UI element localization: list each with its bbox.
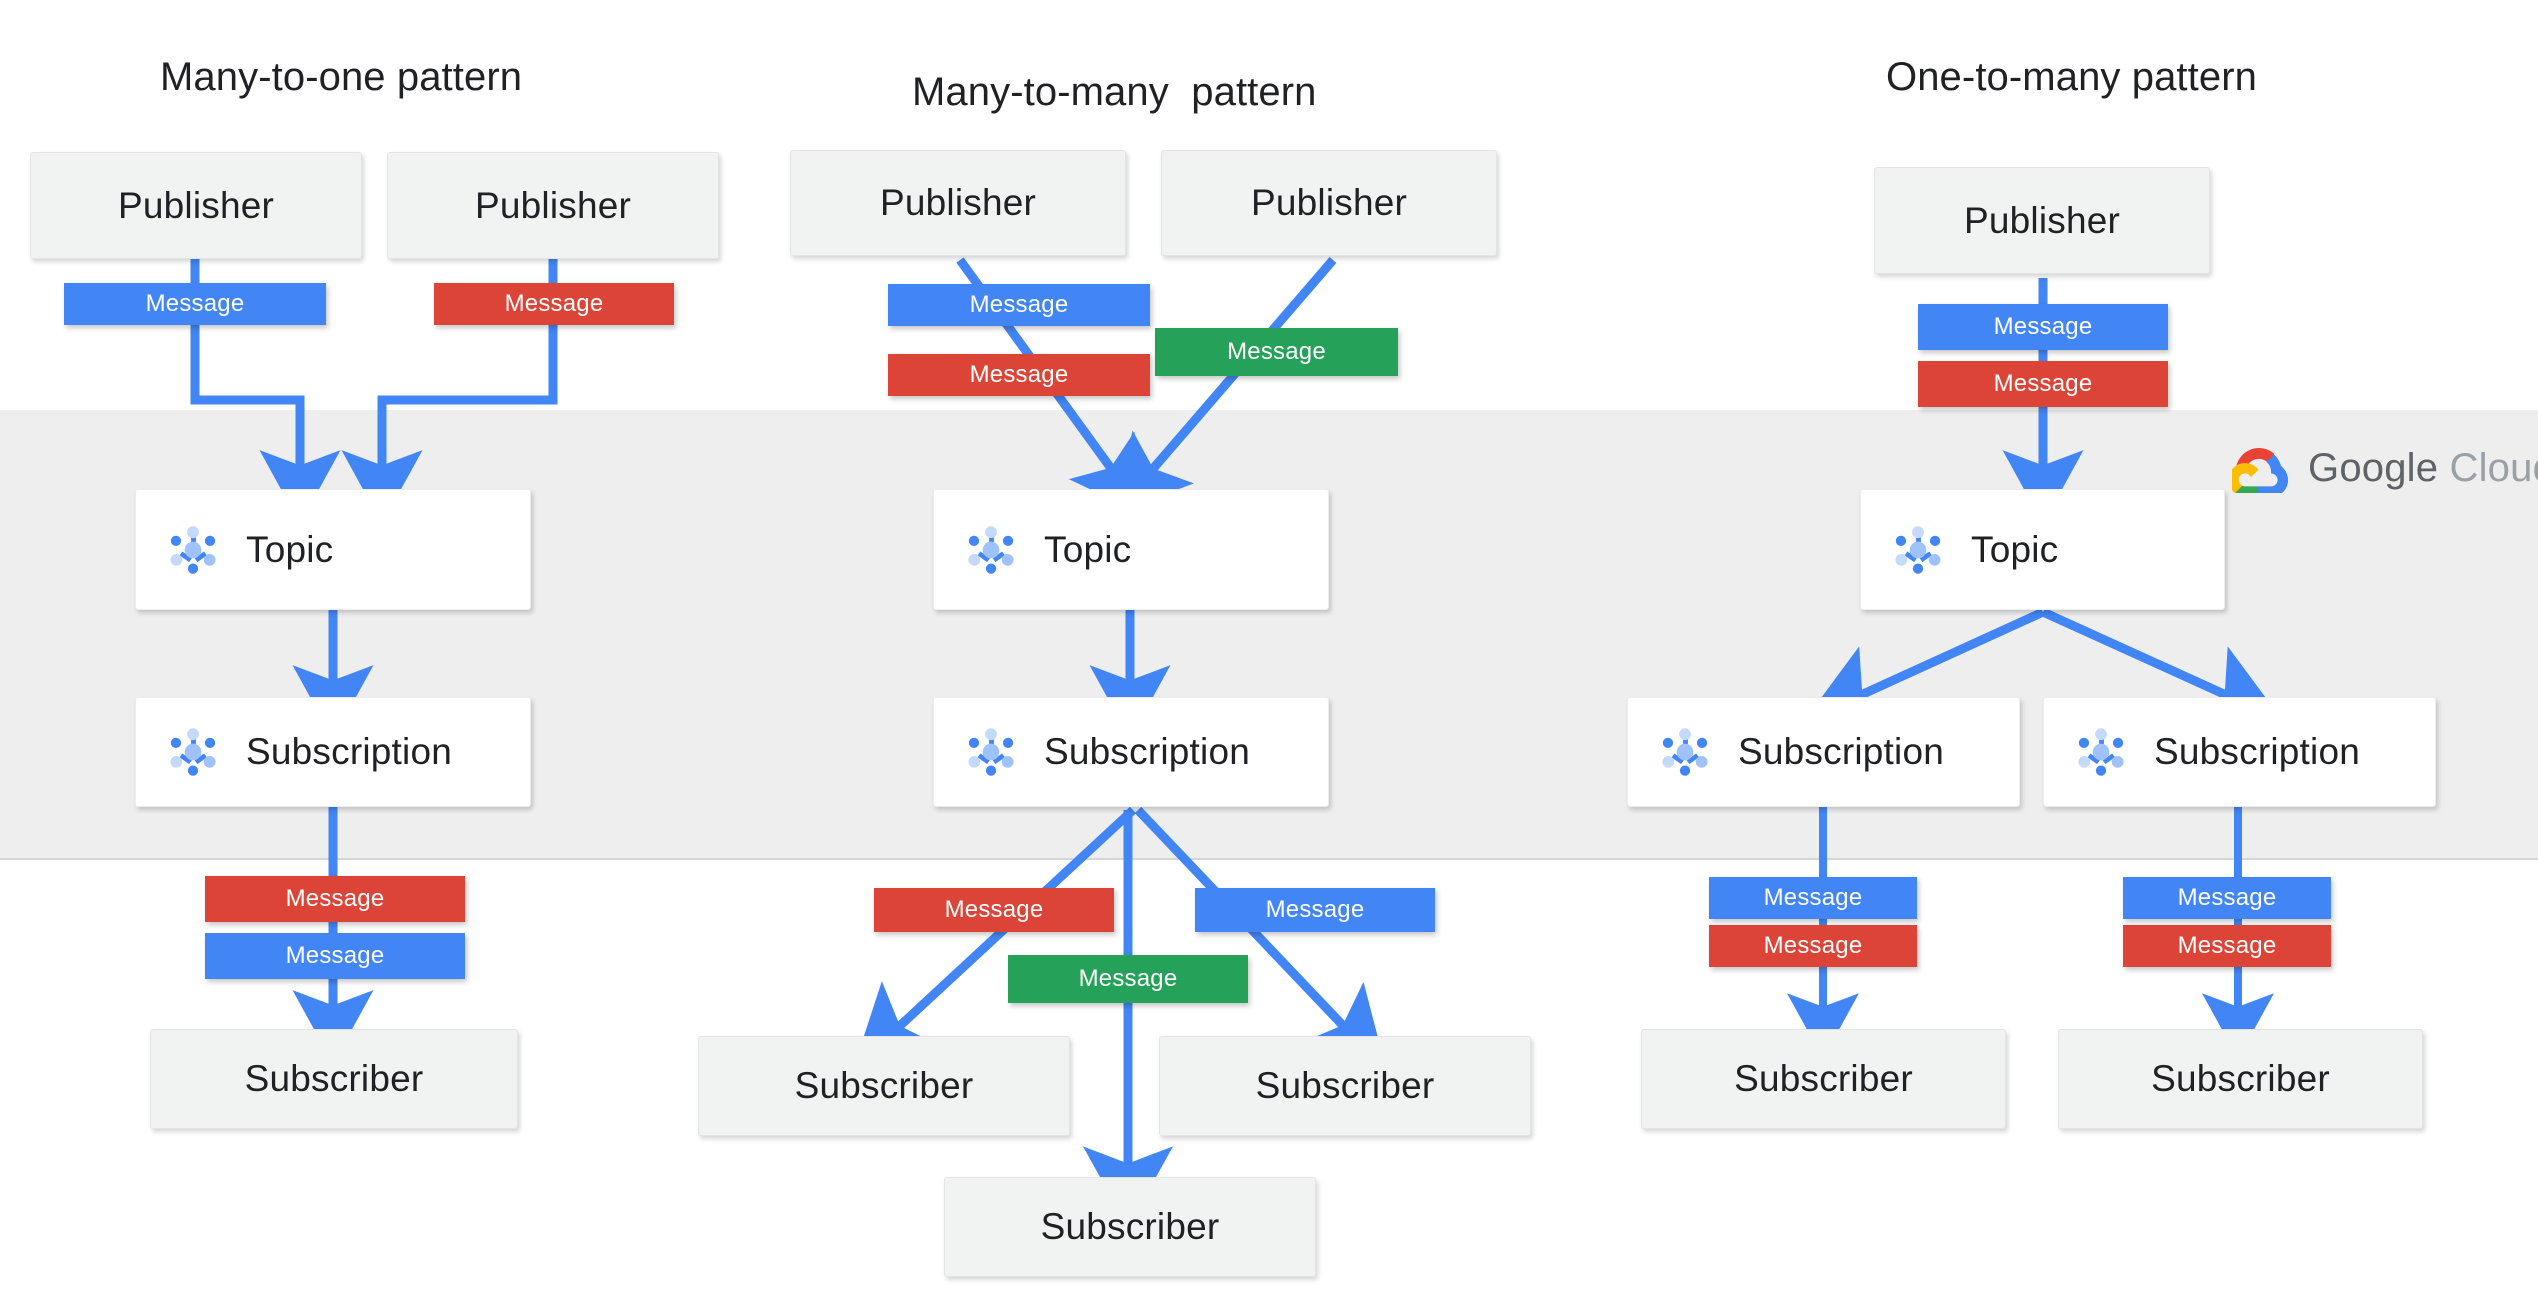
publisher-box-c1-1[interactable]: Publisher xyxy=(30,152,362,259)
subscriber-box-c2-1[interactable]: Subscriber xyxy=(698,1036,1070,1136)
message-chip-c3-deliver1-blue[interactable]: Message xyxy=(1709,877,1917,919)
message-label: Message xyxy=(1763,932,1863,959)
subscriber-label: Subscriber xyxy=(244,1058,424,1099)
pubsub-node-icon xyxy=(968,525,1014,574)
message-label: Message xyxy=(1993,313,2093,340)
subscription-label: Subscription xyxy=(1738,731,1945,772)
pubsub-node-icon xyxy=(2078,728,2124,776)
message-chip-c2-publish-green[interactable]: Message xyxy=(1155,328,1398,376)
column-title-one-to-many: One-to-many pattern xyxy=(1886,55,2257,99)
google-word: Google xyxy=(2308,445,2439,490)
message-chip-c3-deliver2-red[interactable]: Message xyxy=(2123,925,2331,967)
column-title-many-to-many: Many-to-many pattern xyxy=(912,70,1317,114)
message-label: Message xyxy=(969,361,1069,388)
message-label: Message xyxy=(285,885,385,912)
subscription-label: Subscription xyxy=(2154,731,2361,772)
subscription-box-c1[interactable]: Subscription xyxy=(135,697,531,807)
publisher-label: Publisher xyxy=(879,182,1037,223)
message-chip-c3-deliver2-blue[interactable]: Message xyxy=(2123,877,2331,919)
pubsub-node-icon xyxy=(1662,728,1708,776)
publisher-box-c3[interactable]: Publisher xyxy=(1874,167,2210,274)
publisher-box-c2-2[interactable]: Publisher xyxy=(1161,150,1497,256)
message-label: Message xyxy=(285,942,385,969)
topic-label: Topic xyxy=(1971,528,2059,570)
subscriber-label: Subscriber xyxy=(1734,1058,1913,1099)
pubsub-node-icon xyxy=(968,728,1014,776)
message-label: Message xyxy=(1078,965,1178,992)
subscription-label: Subscription xyxy=(1044,731,1251,772)
message-label: Message xyxy=(1993,370,2093,397)
subscriber-box-c3-1[interactable]: Subscriber xyxy=(1641,1029,2006,1129)
topic-label: Topic xyxy=(246,528,334,570)
subscription-box-c2[interactable]: Subscription xyxy=(933,697,1329,807)
message-chip-c2-deliver-green[interactable]: Message xyxy=(1008,955,1248,1003)
message-chip-c2-publish-red[interactable]: Message xyxy=(888,354,1150,396)
message-label: Message xyxy=(145,290,245,317)
message-label: Message xyxy=(944,896,1044,923)
subscriber-label: Subscriber xyxy=(2151,1058,2330,1099)
message-chip-c1-deliver-red[interactable]: Message xyxy=(205,876,465,922)
message-label: Message xyxy=(1763,884,1863,911)
message-chip-c3-publish-blue[interactable]: Message xyxy=(1918,304,2168,350)
message-label: Message xyxy=(1227,338,1326,365)
google-cloud-mark-icon xyxy=(2232,447,2289,493)
message-label: Message xyxy=(1265,896,1365,923)
pubsub-node-icon xyxy=(170,728,216,776)
subscription-box-c3-2[interactable]: Subscription xyxy=(2043,697,2436,807)
google-cloud-wordmark: Google Cloud xyxy=(2308,446,2538,491)
subscriber-box-c1[interactable]: Subscriber xyxy=(150,1029,518,1129)
message-chip-c1-publish-blue[interactable]: Message xyxy=(64,283,326,325)
subscriber-label: Subscriber xyxy=(1255,1065,1435,1106)
message-chip-c1-publish-red[interactable]: Message xyxy=(434,283,674,325)
publisher-label: Publisher xyxy=(474,184,632,226)
message-chip-c2-deliver-blue[interactable]: Message xyxy=(1195,888,1435,932)
message-label: Message xyxy=(504,290,604,317)
message-label: Message xyxy=(2177,884,2277,911)
message-chip-c1-deliver-blue[interactable]: Message xyxy=(205,933,465,979)
cloud-word: Cloud xyxy=(2449,445,2538,490)
pubsub-node-icon xyxy=(1895,525,1941,574)
topic-box-c1[interactable]: Topic xyxy=(135,489,531,610)
message-chip-c2-publish-blue[interactable]: Message xyxy=(888,284,1150,326)
topic-label: Topic xyxy=(1044,528,1132,570)
pubsub-node-icon xyxy=(170,525,216,574)
topic-box-c3[interactable]: Topic xyxy=(1860,489,2225,610)
message-chip-c3-deliver1-red[interactable]: Message xyxy=(1709,925,1917,967)
topic-box-c2[interactable]: Topic xyxy=(933,489,1329,610)
subscriber-label: Subscriber xyxy=(794,1065,974,1106)
publisher-label: Publisher xyxy=(1250,182,1408,223)
subscriber-box-c2-3[interactable]: Subscriber xyxy=(944,1177,1316,1277)
message-label: Message xyxy=(969,291,1069,318)
subscriber-box-c3-2[interactable]: Subscriber xyxy=(2058,1029,2423,1129)
message-label: Message xyxy=(2177,932,2277,959)
message-chip-c2-deliver-red[interactable]: Message xyxy=(874,888,1114,932)
google-cloud-lockup: Google Cloud xyxy=(2232,443,2538,493)
publisher-box-c2-1[interactable]: Publisher xyxy=(790,150,1126,256)
subscriber-box-c2-2[interactable]: Subscriber xyxy=(1159,1036,1531,1136)
publisher-label: Publisher xyxy=(1963,199,2121,241)
publisher-box-c1-2[interactable]: Publisher xyxy=(387,152,719,259)
subscriber-label: Subscriber xyxy=(1040,1206,1220,1247)
publisher-label: Publisher xyxy=(117,184,275,226)
message-chip-c3-publish-red[interactable]: Message xyxy=(1918,361,2168,407)
subscription-label: Subscription xyxy=(246,731,453,772)
column-title-many-to-one: Many-to-one pattern xyxy=(160,55,523,99)
subscription-box-c3-1[interactable]: Subscription xyxy=(1627,697,2020,807)
